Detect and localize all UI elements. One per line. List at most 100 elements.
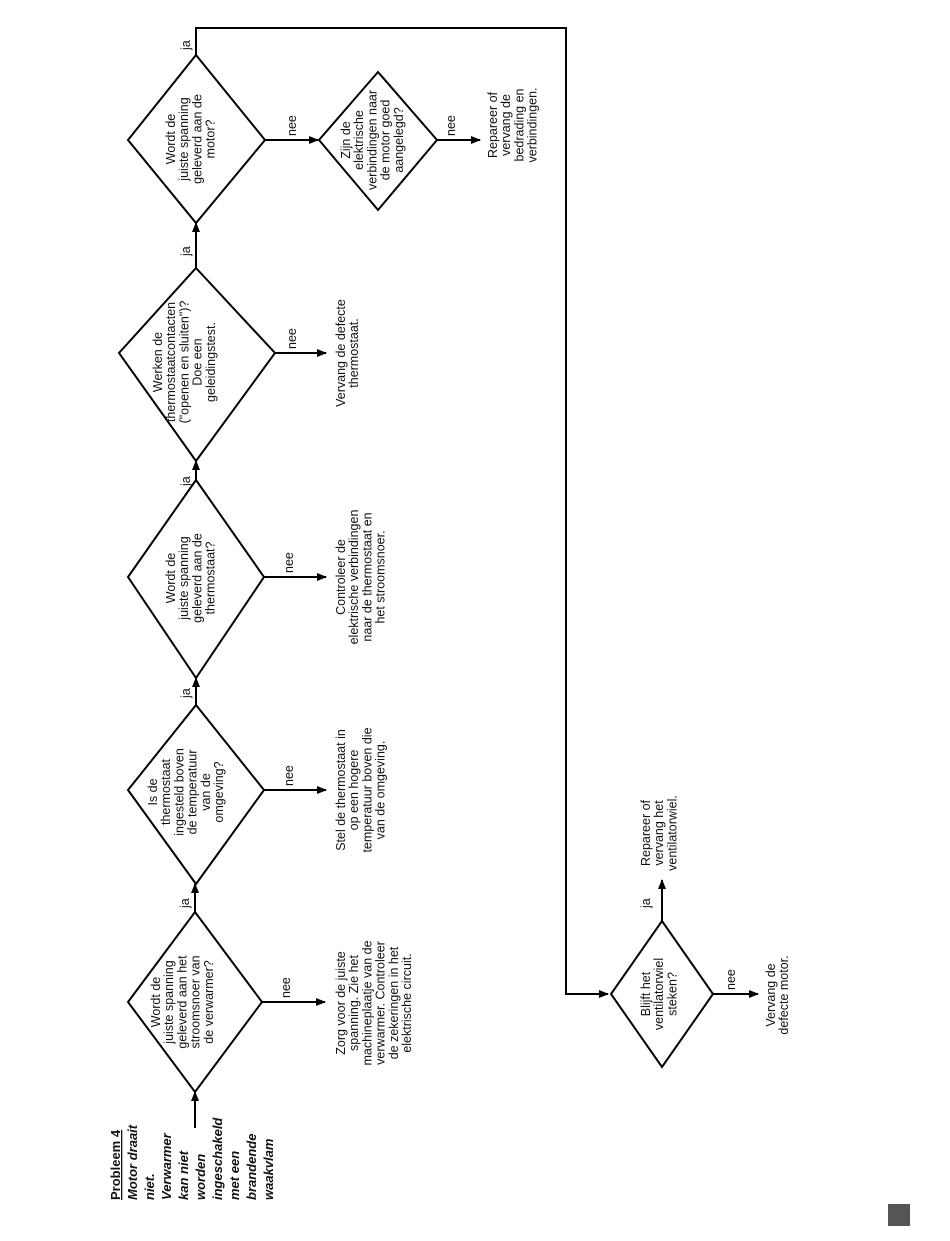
decision-d5-text: Wordt dejuiste spanninggeleverd aan demo… bbox=[164, 94, 218, 184]
text-line: ("openen en sluiten")? bbox=[177, 301, 191, 424]
text-line: juiste spanning bbox=[177, 536, 191, 620]
label-d3-yes: ja bbox=[179, 476, 193, 487]
action-text: Controleer deelektrische verbindingennaa… bbox=[334, 510, 388, 645]
text-line: omgeving? bbox=[212, 761, 226, 822]
text-line: Wordt de bbox=[149, 977, 163, 1028]
text-line: Wordt de bbox=[164, 553, 178, 604]
text-line: Verwarmer bbox=[159, 1132, 174, 1200]
text-line: elektrische bbox=[352, 110, 366, 170]
text-line: juiste spanning bbox=[177, 97, 191, 181]
text-line: Vervang de bbox=[764, 963, 778, 1026]
text-line: vervang het bbox=[652, 800, 666, 866]
text-line: niet. bbox=[142, 1173, 157, 1200]
text-line: Doe een bbox=[191, 338, 205, 385]
action-a3-text: Controleer deelektrische verbindingennaa… bbox=[334, 510, 388, 645]
text-line: elektrische verbindingen bbox=[347, 510, 361, 645]
text-line: waakvlam bbox=[261, 1138, 276, 1200]
label-d2-yes: ja bbox=[179, 688, 193, 699]
text-line: thermostaatcontacten bbox=[164, 302, 178, 422]
decision-d6-shape bbox=[317, 70, 439, 212]
action-text: Stel de thermostaat inop een hogeretempe… bbox=[334, 727, 388, 852]
action-a7-text: Vervang dedefecte motor. bbox=[764, 955, 791, 1034]
decision-d2-text: Is dethermostaatingesteld bovende temper… bbox=[146, 748, 226, 836]
text-line: ingesteld boven bbox=[172, 748, 186, 836]
label-d7-no: nee bbox=[724, 969, 738, 990]
decision-text: Wordt dejuiste spanninggeleverd aan hets… bbox=[149, 955, 216, 1049]
text-line: ventilatorwiel bbox=[652, 958, 666, 1030]
decision-d5-shape bbox=[126, 53, 267, 225]
action-a6-text: Repareer ofvervang hetventilatorwiel. bbox=[639, 795, 679, 871]
text-line: geleverd aan het bbox=[175, 955, 189, 1049]
label-d1-yes: ja bbox=[178, 898, 192, 909]
label-d4-yes: ja bbox=[179, 246, 193, 257]
decision-text: Is dethermostaatingesteld bovende temper… bbox=[146, 748, 226, 836]
decision-d1-text: Wordt dejuiste spanninggeleverd aan hets… bbox=[149, 955, 216, 1049]
action-a2-text: Stel de thermostaat inop een hogeretempe… bbox=[334, 727, 388, 852]
text-line: de zekeringen in het bbox=[387, 946, 401, 1059]
text-line: stroomsnoer van bbox=[189, 955, 203, 1048]
action-text: Vervang dedefecte motor. bbox=[764, 955, 791, 1034]
text-line: verbindingen. bbox=[526, 87, 540, 162]
text-line: vervang de bbox=[499, 94, 513, 156]
label-d1-no: nee bbox=[279, 977, 293, 998]
action-a4-text: Vervang de defectethermostaat. bbox=[334, 299, 361, 407]
text-line: verwarmer. Controleer bbox=[374, 941, 388, 1065]
decision-d2-shape bbox=[126, 703, 266, 886]
text-line: Vervang de defecte bbox=[334, 299, 348, 407]
action-text: Vervang de defectethermostaat. bbox=[334, 299, 361, 407]
decision-d7-shape bbox=[609, 919, 715, 1069]
text-line: juiste spanning bbox=[162, 960, 176, 1044]
action-text: Repareer ofvervang debedrading enverbind… bbox=[486, 87, 540, 162]
text-line: steken? bbox=[665, 972, 679, 1016]
text-line: op een hogere bbox=[347, 750, 361, 831]
text-line: met een bbox=[227, 1151, 242, 1200]
text-line: verbindingen naar bbox=[365, 90, 379, 190]
text-line: motor? bbox=[204, 120, 218, 159]
label-d4-no: nee bbox=[285, 328, 299, 349]
action-a5-text: Repareer ofvervang debedrading enverbind… bbox=[486, 87, 540, 162]
decision-d1-shape bbox=[126, 910, 264, 1094]
decision-text: Wordt dejuiste spanninggeleverd aan demo… bbox=[164, 94, 218, 184]
text-line: het stroomsnoer. bbox=[374, 530, 388, 623]
text-line: de temperatuur bbox=[186, 750, 200, 835]
text-line: Werken de bbox=[151, 332, 165, 392]
action-text: Repareer ofvervang hetventilatorwiel. bbox=[639, 795, 679, 871]
text-line: defecte motor. bbox=[777, 955, 791, 1034]
label-d3-no: nee bbox=[282, 552, 296, 573]
text-line: temperatuur boven die bbox=[360, 727, 374, 852]
text-line: Controleer de bbox=[334, 539, 348, 615]
text-line: Blijft het bbox=[639, 971, 653, 1016]
connectors bbox=[191, 27, 759, 1128]
decision-d3-shape bbox=[126, 478, 266, 680]
text-line: van de bbox=[199, 773, 213, 811]
text-line: kan niet bbox=[176, 1150, 191, 1200]
decision-d4-text: Werken dethermostaatcontacten("openen en… bbox=[151, 301, 218, 424]
branch-labels: ja nee ja nee ja nee ja nee ja nee nee j… bbox=[178, 40, 738, 998]
action-text: Zorg voor de juistespanning. Zie hetmach… bbox=[334, 940, 414, 1065]
problem-heading: Probleem 4 bbox=[108, 1129, 123, 1200]
text-line: Repareer of bbox=[486, 91, 500, 158]
text-line: Zijn de bbox=[339, 121, 353, 159]
line-d5-yes-loop bbox=[195, 27, 609, 998]
text-line: Is de bbox=[146, 778, 160, 805]
action-a1-text: Zorg voor de juistespanning. Zie hetmach… bbox=[334, 940, 414, 1065]
decision-diamonds bbox=[117, 53, 715, 1094]
text-line: geleverd aan de bbox=[190, 533, 204, 623]
label-d5-yes: ja bbox=[179, 40, 193, 51]
text-line: geleverd aan de bbox=[190, 94, 204, 184]
text-line: de motor goed bbox=[379, 100, 393, 181]
text-line: worden bbox=[193, 1154, 208, 1200]
decision-d6-text: Zijn deelektrischeverbindingen naarde mo… bbox=[339, 90, 406, 190]
text-line: aangelegd? bbox=[392, 107, 406, 172]
text-line: thermostaat? bbox=[204, 541, 218, 614]
text-line: brandende bbox=[244, 1134, 259, 1200]
text-line: Zorg voor de juiste bbox=[334, 951, 348, 1055]
decision-d3-text: Wordt dejuiste spanninggeleverd aan deth… bbox=[164, 533, 218, 623]
decision-text: Zijn deelektrischeverbindingen naarde mo… bbox=[339, 90, 406, 190]
label-d5-no: nee bbox=[285, 115, 299, 136]
label-d6-no: nee bbox=[444, 115, 458, 136]
text-line: Motor draait bbox=[125, 1124, 140, 1200]
